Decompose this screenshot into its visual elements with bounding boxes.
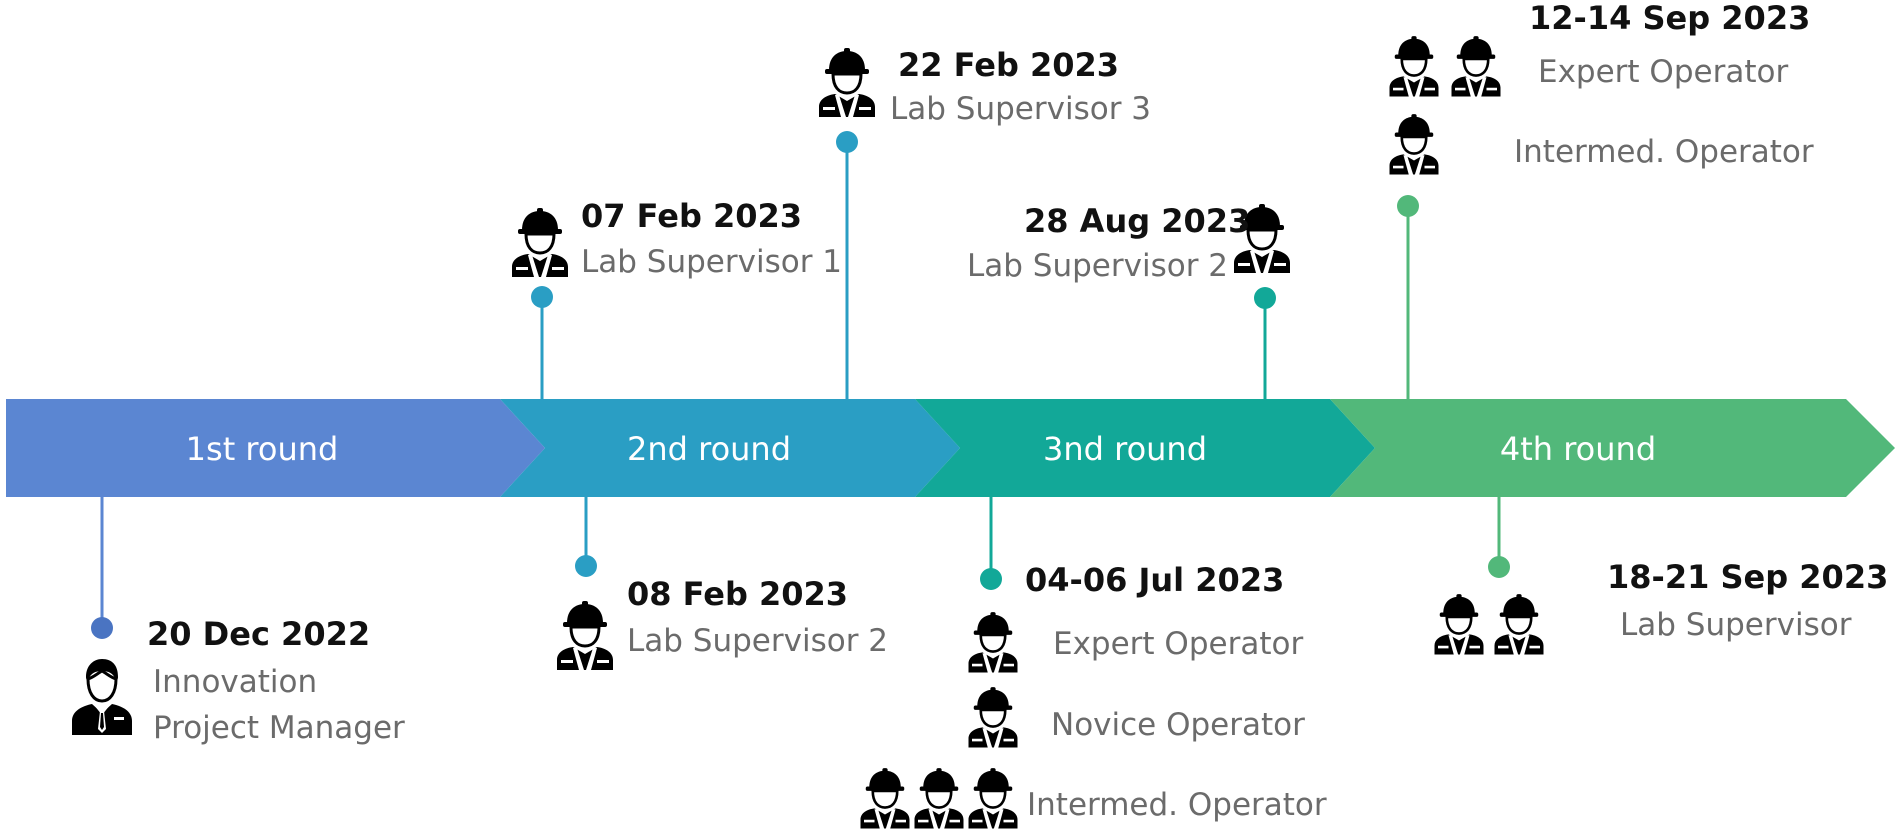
worker-icon [913,766,965,830]
event-marker [1488,556,1510,578]
event-18-21-sep-2023: 18-21 Sep 2023 Lab Supervisor [1433,497,1888,656]
event-date: 18-21 Sep 2023 [1607,558,1888,596]
event-date: 22 Feb 2023 [898,46,1119,84]
round-2-label: 2nd round [627,430,791,468]
rounds-bar: 1st round 2nd round 3nd round 4th round [6,399,1895,497]
worker-icon [1388,112,1440,176]
worker-icon [1450,34,1502,98]
event-role: Lab Supervisor 2 [967,248,1228,284]
event-12-14-sep-2023: 12-14 Sep 2023 Expert Operator Intermed.… [1388,0,1814,399]
event-08-feb-2023: 08 Feb 2023 Lab Supervisor 2 [555,497,888,672]
event-marker [836,131,858,153]
worker-icon [510,206,570,279]
round-3-label: 3nd round [1043,430,1207,468]
event-marker [1254,287,1276,309]
event-22-feb-2023: 22 Feb 2023 Lab Supervisor 3 [817,46,1151,399]
event-20-dec-2022: 20 Dec 2022 Innovation Project Manager [70,497,405,746]
event-role: Intermed. Operator [1027,787,1327,823]
worker-icon [967,685,1019,749]
worker-icon [1433,592,1485,656]
event-role: Intermed. Operator [1514,134,1814,170]
round-2-arrow [500,399,960,497]
event-marker [91,617,113,639]
event-07-feb-2023: 07 Feb 2023 Lab Supervisor 1 [510,197,842,399]
event-04-06-jul-2023: 04-06 Jul 2023 Expert Operator Novice Op… [859,497,1327,830]
worker-icon [817,46,877,119]
event-date: 08 Feb 2023 [627,575,848,613]
event-role: Novice Operator [1051,707,1305,743]
event-role: Expert Operator [1538,54,1788,90]
round-1-label: 1st round [186,430,339,468]
event-marker [1397,195,1419,217]
event-role: Innovation [153,664,317,700]
event-marker [980,568,1002,590]
round-1-arrow [6,399,545,497]
worker-icon [1388,34,1440,98]
manager-icon [70,657,134,735]
event-28-aug-2023: 28 Aug 2023 Lab Supervisor 2 [967,202,1292,399]
event-date: 12-14 Sep 2023 [1529,0,1810,37]
event-date: 28 Aug 2023 [1024,202,1250,240]
worker-icon [967,766,1019,830]
event-date: 20 Dec 2022 [147,615,370,653]
round-4-label: 4th round [1500,430,1656,468]
round-3-arrow [915,399,1375,497]
event-marker [531,286,553,308]
worker-icon [859,766,911,830]
worker-icon [555,599,615,672]
event-role: Lab Supervisor [1620,607,1852,643]
worker-icon [967,610,1019,674]
event-role: Lab Supervisor 1 [581,244,842,280]
event-date: 07 Feb 2023 [581,197,802,235]
event-date: 04-06 Jul 2023 [1025,561,1284,599]
worker-icon [1493,592,1545,656]
event-marker [575,555,597,577]
event-role: Expert Operator [1053,626,1303,662]
event-role: Lab Supervisor 3 [890,91,1151,127]
event-role: Project Manager [153,710,405,746]
event-role: Lab Supervisor 2 [627,623,888,659]
round-4-arrow [1330,399,1895,497]
